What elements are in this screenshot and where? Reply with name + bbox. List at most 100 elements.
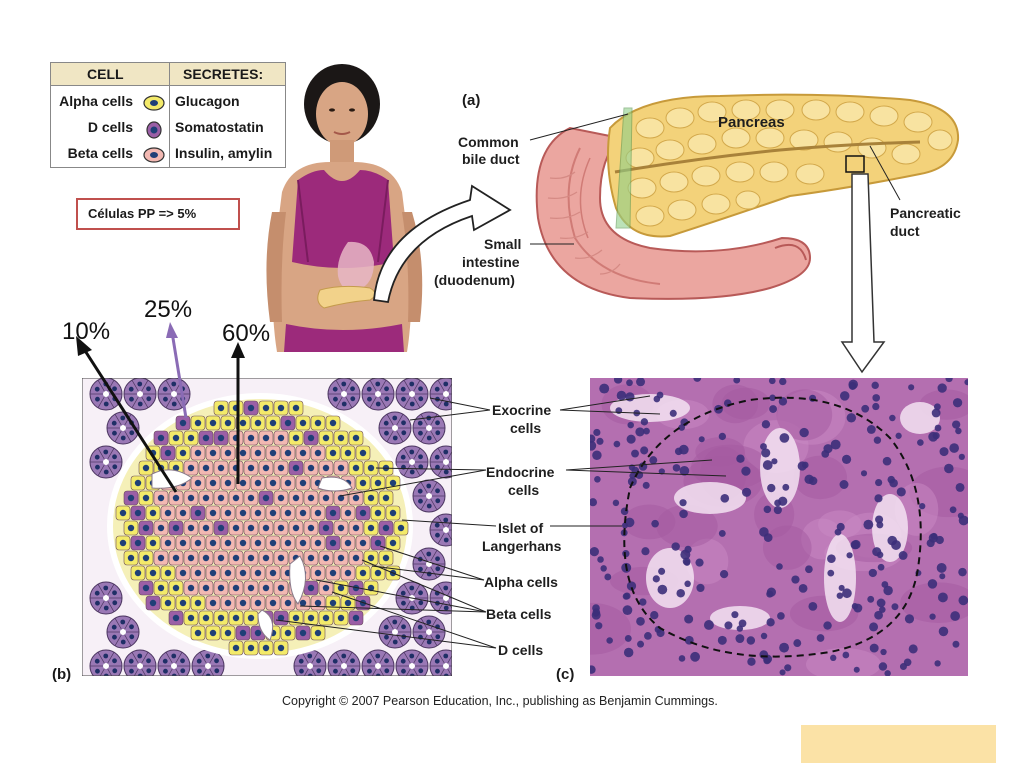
- islet-of-langerhans-diagram: [82, 378, 452, 676]
- acinus: [395, 445, 429, 479]
- acinus: [412, 479, 446, 513]
- nucleus: [761, 448, 771, 458]
- nucleus: [698, 436, 705, 443]
- islet-cell: [138, 490, 154, 506]
- islet-cell: [288, 490, 304, 506]
- nucleus: [827, 554, 836, 564]
- islet-cell: [318, 460, 334, 476]
- nucleus: [590, 665, 596, 674]
- islet-label-line1: Islet of: [498, 520, 544, 536]
- nucleus: [724, 621, 733, 630]
- nucleus: [950, 611, 961, 621]
- islet-cell: [115, 505, 131, 521]
- nucleus: [878, 662, 888, 671]
- nucleus: [872, 402, 880, 411]
- islet-cell: [348, 490, 364, 506]
- islet-cell: [228, 400, 244, 416]
- islet-cell: [235, 445, 251, 461]
- legend-secretes: Glucagon: [175, 93, 240, 109]
- islet-cell: [243, 430, 259, 446]
- nucleus: [846, 413, 857, 423]
- islet-cell: [303, 520, 319, 536]
- islet-cell: [175, 445, 191, 461]
- nucleus: [596, 437, 604, 445]
- islet-cell: [153, 580, 169, 596]
- pancreatic-duct-label-line1: Pancreatic: [890, 205, 961, 221]
- islet-cell: [363, 550, 379, 566]
- islet-cell: [318, 550, 334, 566]
- nucleus: [952, 640, 960, 648]
- nucleus: [793, 639, 802, 648]
- cell-legend-table: CELL SECRETES: Alpha cells Glucagon D ce…: [50, 62, 286, 168]
- islet-cell: [318, 520, 334, 536]
- nucleus: [779, 378, 787, 386]
- nucleus: [720, 494, 730, 503]
- pancreatic-duct-label-line2: duct: [890, 223, 920, 239]
- islet-cell: [175, 415, 191, 431]
- nucleus: [866, 425, 876, 434]
- nucleus: [719, 569, 729, 579]
- nucleus: [678, 655, 686, 662]
- islet-cell: [340, 535, 356, 551]
- nucleus: [874, 610, 883, 620]
- islet-cell: [288, 460, 304, 476]
- nucleus: [908, 384, 915, 391]
- islet-cell: [355, 475, 371, 491]
- islet-cell: [168, 610, 184, 626]
- islet-cell: [198, 430, 214, 446]
- nucleus: [613, 440, 621, 448]
- islet-cell: [213, 580, 229, 596]
- nucleus: [636, 617, 645, 626]
- endocrine-label-line1: Endocrine: [486, 464, 555, 480]
- nucleus: [760, 443, 767, 450]
- nucleus: [777, 612, 785, 620]
- islet-cell: [220, 535, 236, 551]
- legend-header-cell: CELL: [87, 66, 124, 82]
- nucleus: [684, 545, 692, 554]
- nucleus: [590, 434, 596, 443]
- nucleus: [896, 487, 906, 497]
- legend-divider: [169, 63, 170, 167]
- nucleus: [763, 656, 771, 665]
- nucleus: [799, 427, 809, 438]
- islet-cell: [183, 520, 199, 536]
- nucleus: [842, 651, 850, 659]
- islet-cell: [220, 565, 236, 581]
- nucleus: [883, 585, 893, 596]
- islet-cell: [205, 535, 221, 551]
- islet-cell: [235, 415, 251, 431]
- nucleus: [637, 640, 645, 648]
- islet-cell: [153, 430, 169, 446]
- nucleus: [842, 588, 852, 599]
- islet-cell: [145, 505, 161, 521]
- nucleus: [957, 512, 964, 519]
- nucleus: [932, 432, 940, 440]
- islet-cell: [265, 415, 281, 431]
- nucleus: [733, 378, 741, 384]
- islet-cell: [205, 415, 221, 431]
- nucleus: [773, 505, 782, 515]
- islet-cell: [160, 505, 176, 521]
- islet-cell: [258, 640, 274, 656]
- islet-cell: [355, 505, 371, 521]
- islet-cell: [123, 520, 139, 536]
- islet-cell: [198, 460, 214, 476]
- islet-cell: [138, 520, 154, 536]
- islet-cell: [348, 460, 364, 476]
- nucleus: [874, 494, 883, 503]
- islet-cell: [325, 565, 341, 581]
- nucleus: [639, 598, 647, 606]
- islet-cell: [220, 445, 236, 461]
- islet-cell: [138, 460, 154, 476]
- islet-cell: [130, 505, 146, 521]
- nucleus: [882, 456, 892, 466]
- nucleus: [643, 427, 650, 435]
- islet-cell: [220, 625, 236, 641]
- nucleus: [939, 573, 946, 580]
- nucleus: [612, 499, 620, 507]
- islet-cell: [258, 460, 274, 476]
- nucleus: [955, 482, 965, 492]
- nucleus: [801, 461, 809, 469]
- nucleus: [650, 611, 659, 620]
- islet-cell: [303, 490, 319, 506]
